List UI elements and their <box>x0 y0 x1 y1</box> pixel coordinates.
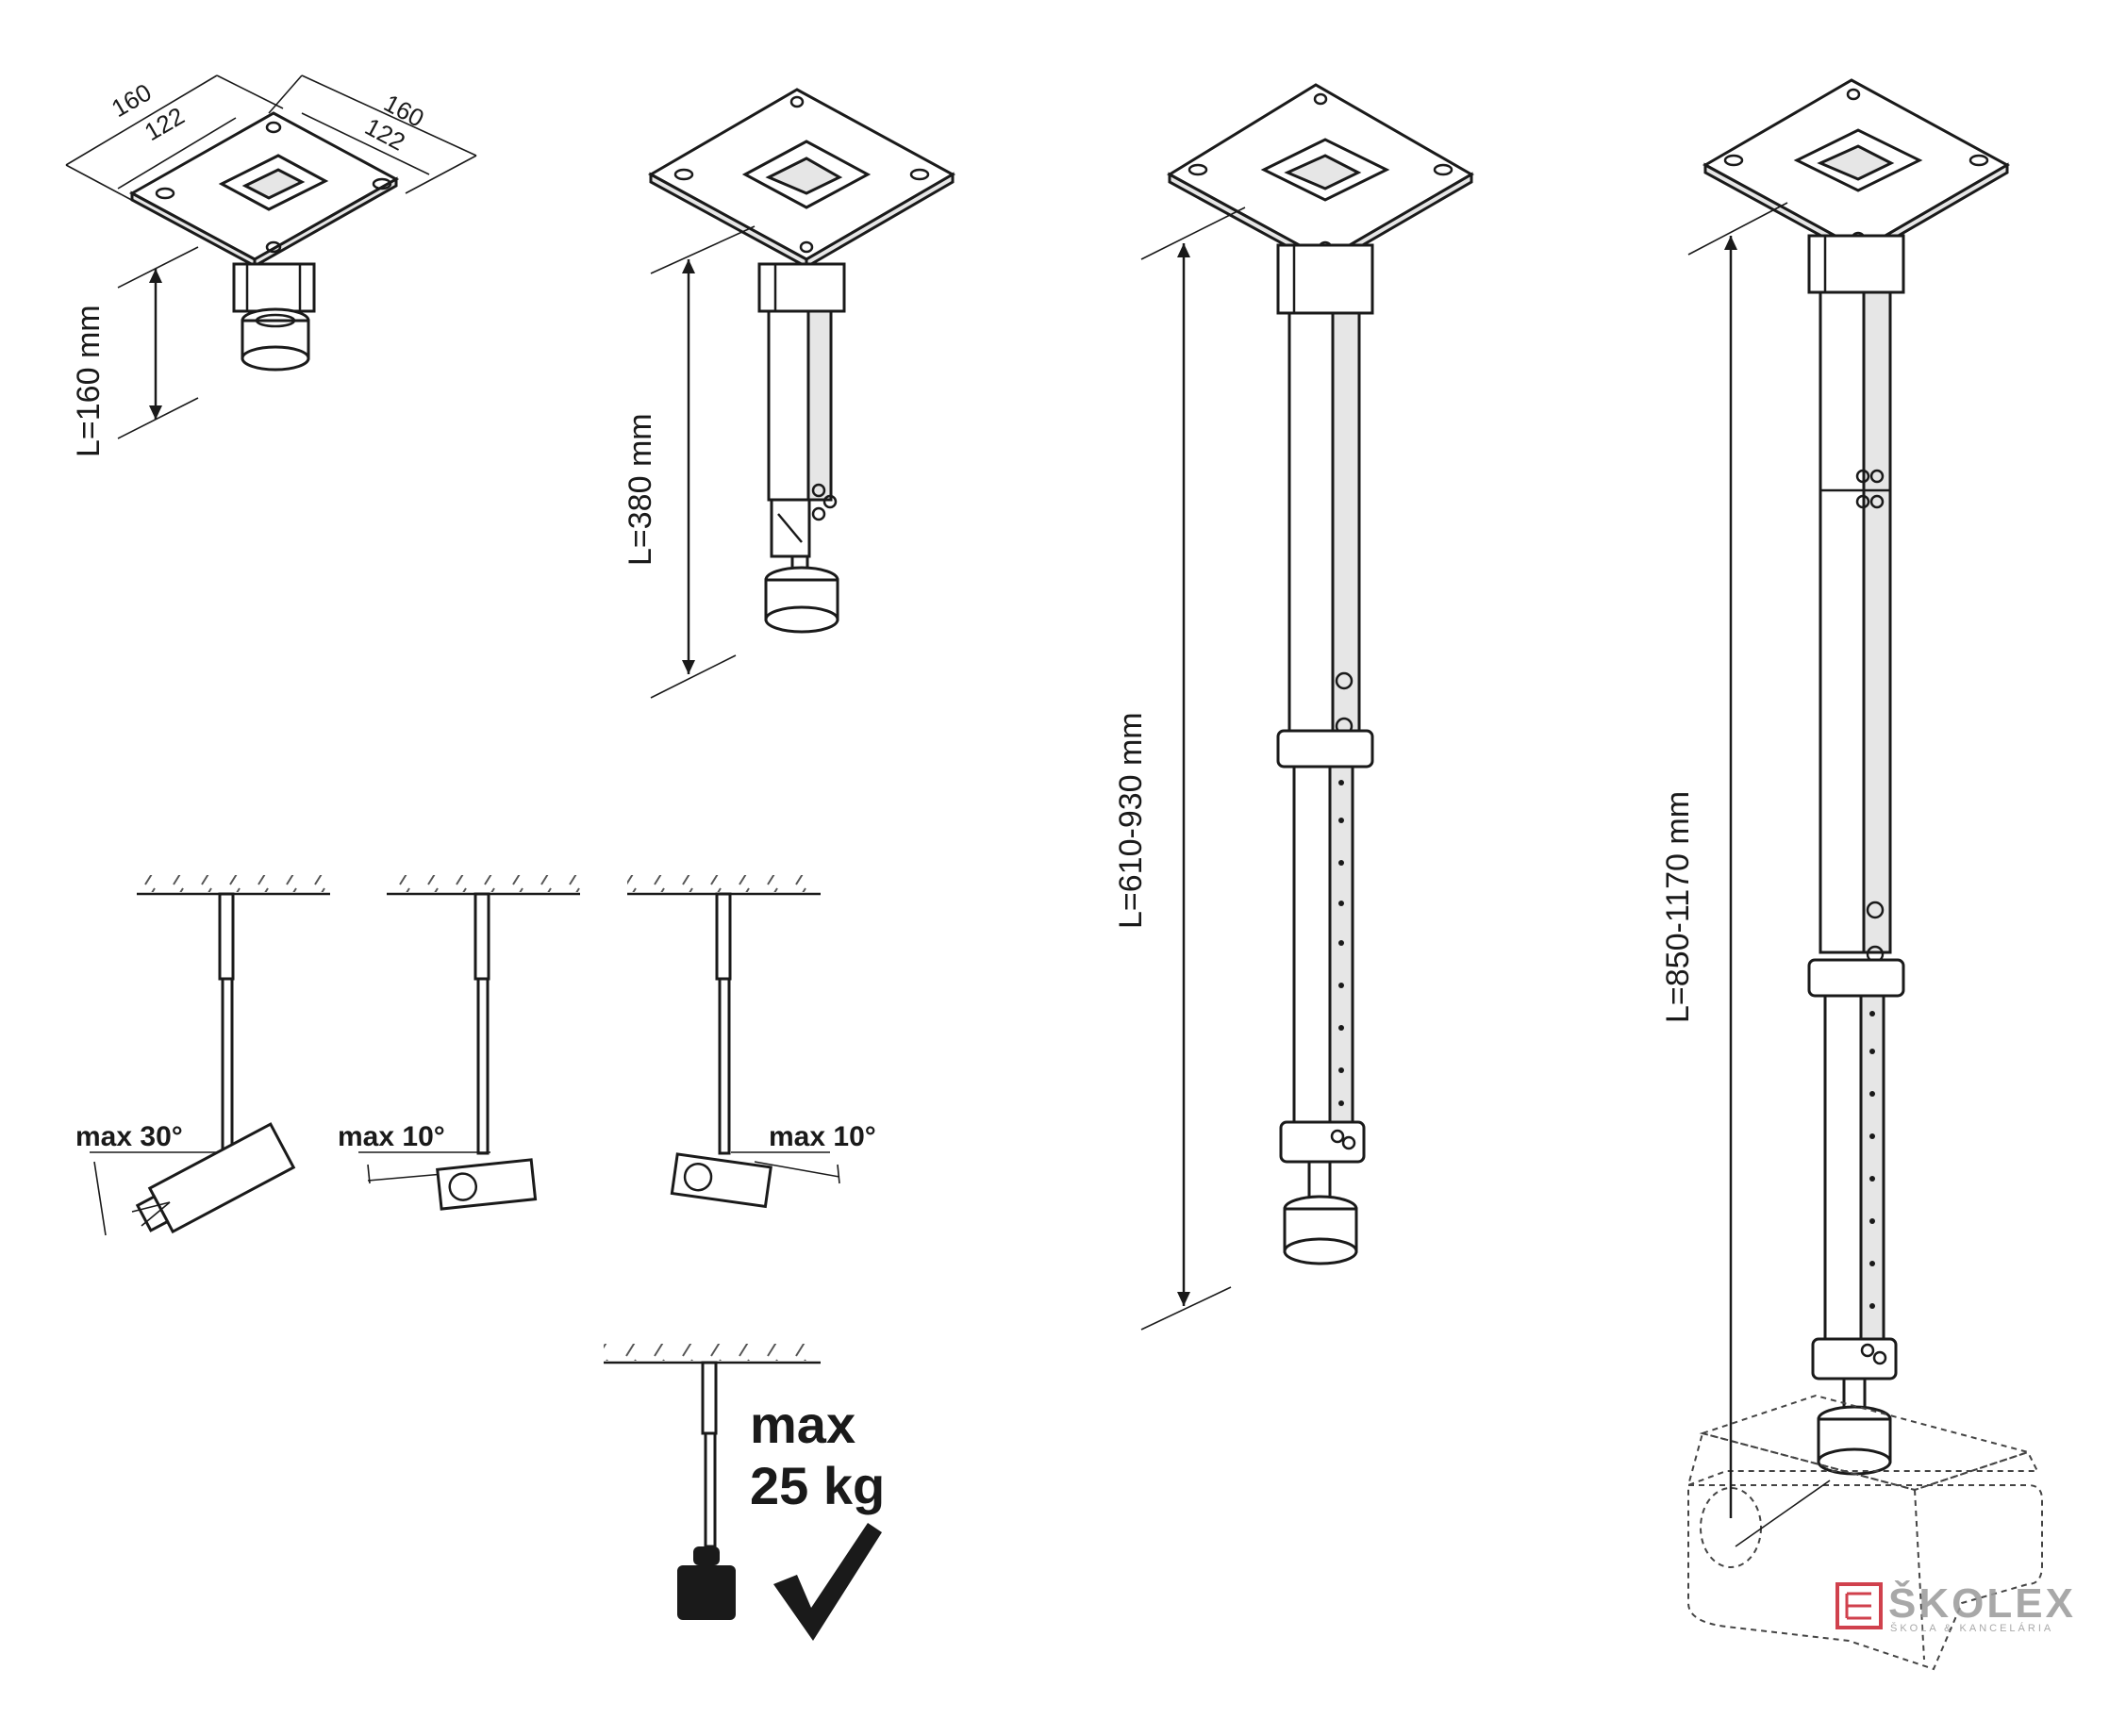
tilt-diagram-10-right: max 10° <box>627 875 876 1209</box>
load-diagram: max 25 kg <box>604 1344 885 1641</box>
weight-icon <box>677 1565 736 1620</box>
weight-handle <box>693 1546 720 1565</box>
brand-name: ŠKOLEX <box>1888 1579 2076 1627</box>
load-line-2: 25 kg <box>750 1456 885 1515</box>
length-label-850-1170: L=850-1170 mm <box>1660 791 1696 1023</box>
tilt-label-10-right: max 10° <box>769 1121 876 1152</box>
length-label-160: L=160 mm <box>71 305 107 457</box>
tilt-label-10-left: max 10° <box>338 1121 445 1152</box>
watermark: ŠKOLEX ŠKOLA & KANCELÁRIA <box>1835 1579 2076 1634</box>
mount-short: 160 122 160 122 L=160 mm <box>65 74 477 457</box>
tilt-label-30: max 30° <box>75 1121 183 1152</box>
projector-outline <box>1686 1394 2043 1671</box>
checkmark-icon <box>773 1523 882 1641</box>
mount-medium: L=380 mm <box>623 88 956 699</box>
tilt-diagram-10-left: max 10° <box>338 875 580 1211</box>
brand-subtitle: ŠKOLA & KANCELÁRIA <box>1890 1622 2053 1634</box>
length-label-380: L=380 mm <box>623 413 658 566</box>
plate-dim-inner-left: 122 <box>140 102 190 147</box>
plate-dimension-lines <box>65 74 477 204</box>
mount-extra-long: L=850-1170 mm <box>1660 78 2043 1671</box>
length-label-610-930: L=610-930 mm <box>1113 712 1149 929</box>
load-line-1: max <box>750 1395 855 1454</box>
adjustment-holes <box>1338 780 1344 1106</box>
brand-logo-icon <box>1835 1582 1883 1629</box>
tilt-diagram-30: max 30° <box>75 875 330 1236</box>
mount-long: L=610-930 mm <box>1113 83 1474 1331</box>
adjustment-holes <box>1869 1011 1875 1309</box>
